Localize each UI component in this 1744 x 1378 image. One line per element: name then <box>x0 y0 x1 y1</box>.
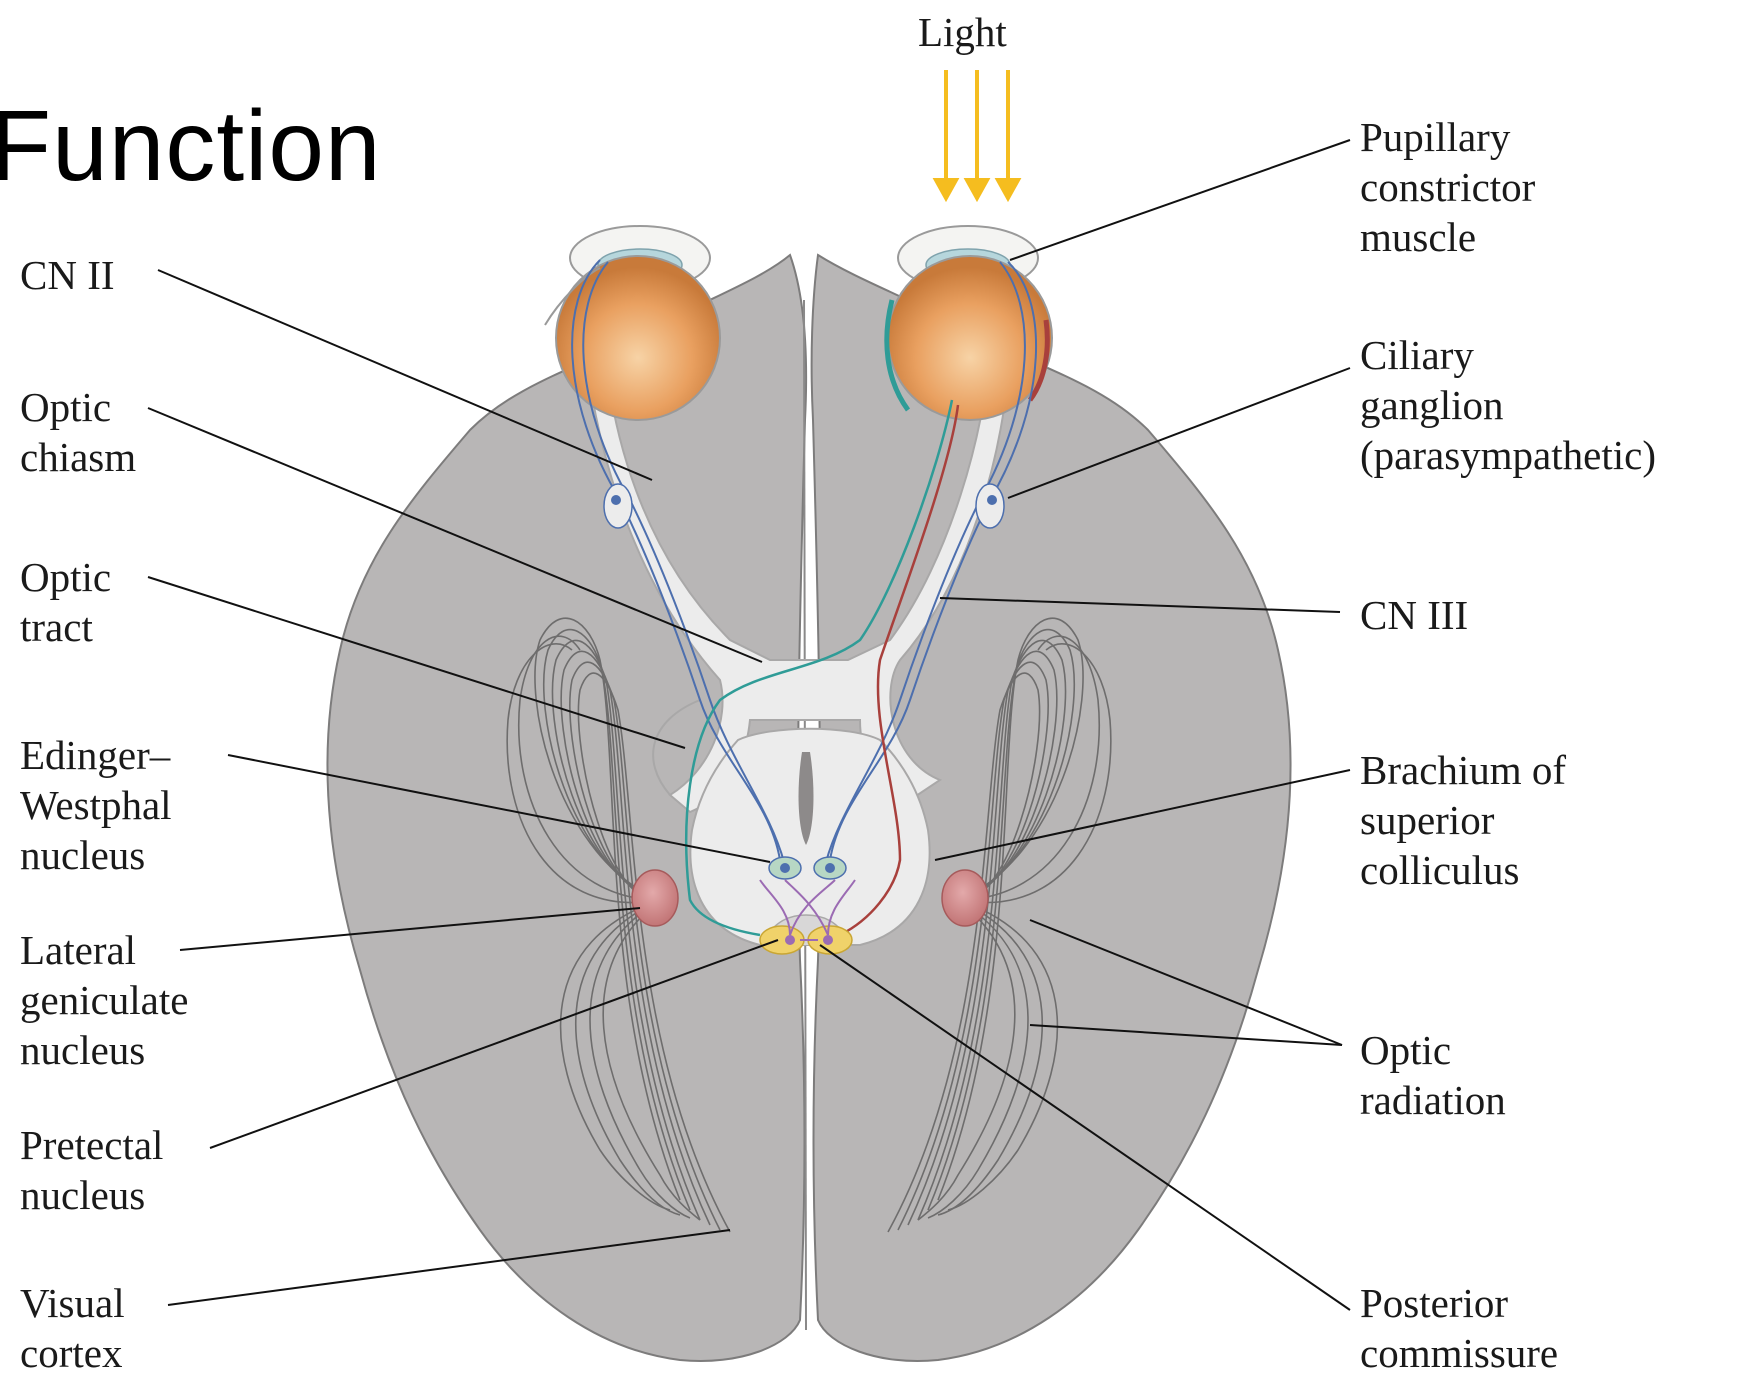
label-pupillary-constrictor: Pupillary constrictor muscle <box>1360 112 1535 262</box>
label-visual-cortex: Visual cortex <box>20 1278 125 1378</box>
ciliary-ganglion-right <box>976 484 1004 528</box>
lgn-right <box>942 870 988 926</box>
label-optic-radiation: Optic radiation <box>1360 1025 1506 1125</box>
light-label: Light <box>918 8 1007 56</box>
light-arrows <box>936 70 1018 198</box>
label-ciliary-ganglion: Ciliary ganglion (parasympathetic) <box>1360 330 1656 480</box>
ciliary-ganglion-left <box>604 484 632 528</box>
eye-right <box>887 226 1052 420</box>
label-posterior-commissure: Posterior commissure <box>1360 1278 1558 1378</box>
lgn-left <box>632 870 678 926</box>
label-optic-tract: Optic tract <box>20 552 111 652</box>
label-lateral-geniculate: Lateral geniculate nucleus <box>20 925 188 1075</box>
label-optic-chiasm: Optic chiasm <box>20 382 136 482</box>
label-cn-ii: CN II <box>20 250 115 300</box>
label-pretectal-nucleus: Pretectal nucleus <box>20 1120 163 1220</box>
label-edinger-westphal: Edinger– Westphal nucleus <box>20 730 172 880</box>
label-cn-iii: CN III <box>1360 590 1468 640</box>
label-brachium: Brachium of superior colliculus <box>1360 745 1566 895</box>
